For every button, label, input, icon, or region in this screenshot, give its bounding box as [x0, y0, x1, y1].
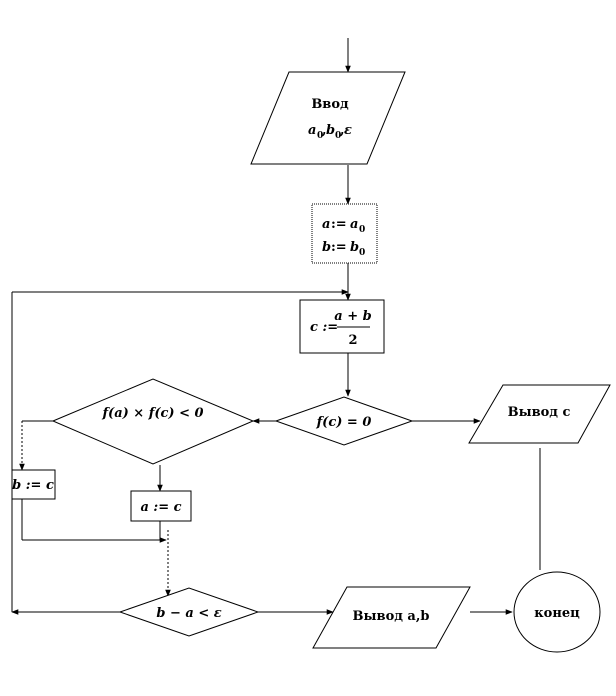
- init-a-lhs: a: [322, 217, 330, 232]
- input-var-b: b: [326, 123, 335, 138]
- init-b-sub: 0: [359, 248, 365, 258]
- output-c-text: Вывод c: [508, 405, 571, 420]
- init-a-rhs: a: [350, 217, 358, 232]
- check-fc-text: f(c) = 0: [316, 415, 372, 430]
- loop-check-diamond: b − a < ε: [118, 587, 260, 637]
- check-sign-text: f(a) × f(c) < 0: [101, 406, 203, 421]
- input-title: Ввод: [311, 97, 349, 112]
- input-var-a: a: [308, 123, 316, 138]
- connectors: [11, 38, 541, 615]
- end-text: конец: [534, 606, 580, 621]
- input-sep-2: ,: [340, 123, 345, 138]
- loop-check-text: b − a < ε: [156, 606, 221, 621]
- input-sub-b: 0: [335, 131, 341, 141]
- init-block: a := a 0 b := b 0: [311, 203, 378, 264]
- mid-lhs: c :=: [310, 320, 338, 335]
- check-sign-diamond: f(a) × f(c) < 0: [51, 378, 255, 465]
- assign-a-text: a := c: [140, 500, 181, 515]
- mid-numerator: a + b: [334, 309, 371, 324]
- init-assign-b: :=: [331, 240, 347, 255]
- init-a-sub: 0: [359, 225, 365, 235]
- init-b-lhs: b: [322, 240, 331, 255]
- input-block: Ввод a 0 , b 0 , ε: [250, 71, 406, 165]
- input-sep-1: ,: [322, 123, 327, 138]
- check-fc-diamond: f(c) = 0: [274, 396, 414, 446]
- output-ab-block: Вывод a,b: [312, 586, 471, 649]
- output-c-block: Вывод c: [468, 384, 611, 444]
- assign-a-block: a := c: [130, 490, 192, 522]
- assign-b-text: b := c: [12, 478, 54, 493]
- init-b-rhs: b: [350, 240, 359, 255]
- mid-denominator: 2: [348, 333, 357, 348]
- mid-block: c := a + b 2: [299, 299, 385, 354]
- end-node: конец: [513, 571, 601, 653]
- input-var-eps: ε: [344, 123, 352, 138]
- input-sub-a: 0: [317, 131, 323, 141]
- output-ab-text: Вывод a,b: [353, 609, 430, 624]
- assign-b-block: b := c: [11, 469, 56, 500]
- init-assign-a: :=: [331, 217, 347, 232]
